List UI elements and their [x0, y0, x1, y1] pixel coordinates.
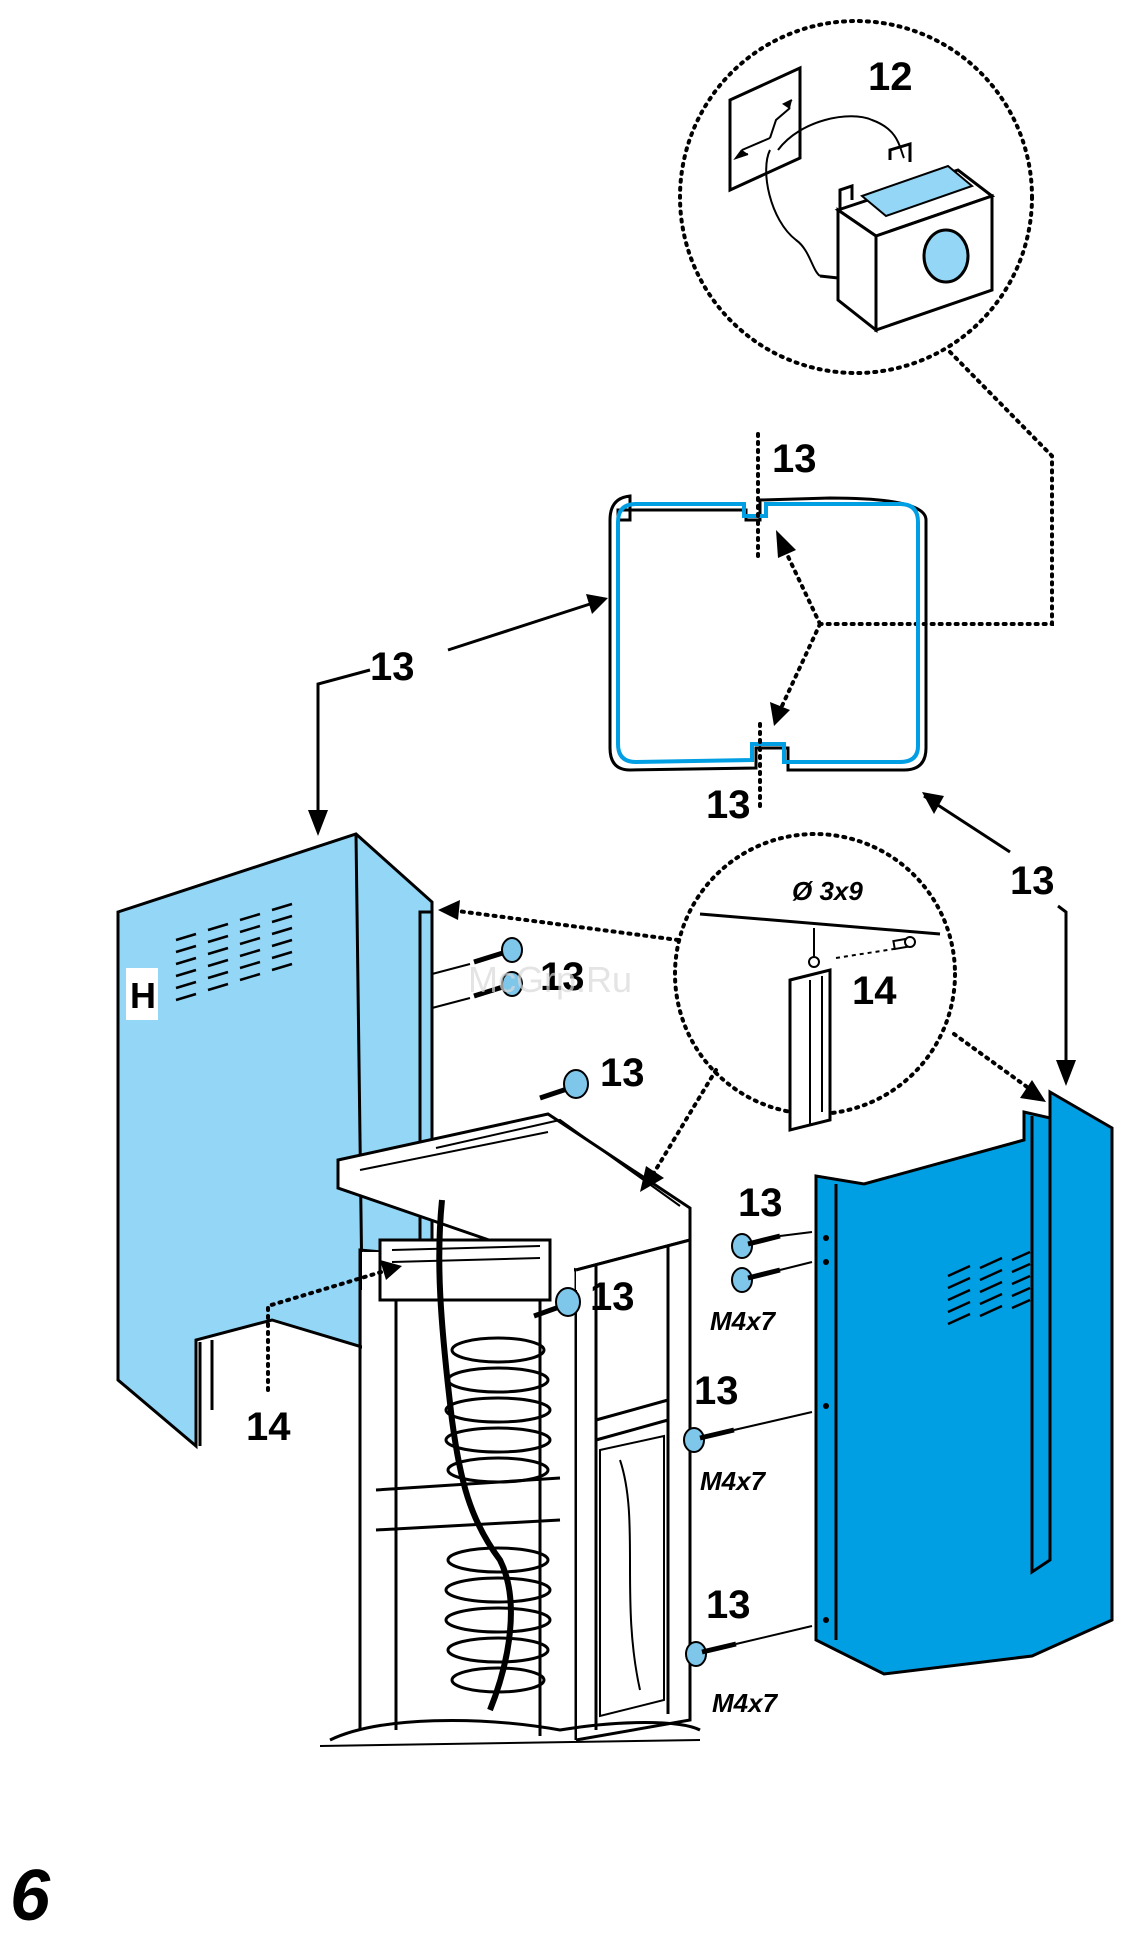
callout-13-frame-top: 13 [600, 1051, 645, 1095]
arrowhead-icon [776, 530, 796, 558]
page-number: 6 [10, 1856, 51, 1936]
link-line-bracket-left [450, 910, 678, 940]
callout-14-left: 14 [246, 1405, 291, 1449]
arrowhead-icon [1020, 1080, 1046, 1102]
screw-size-m4x7-1: M4x7 [710, 1306, 777, 1336]
screw-group-frame-top: 13 [540, 1051, 645, 1098]
link-line-connector [820, 352, 1052, 624]
screw-icon [540, 1070, 588, 1098]
arrowhead-icon [308, 810, 328, 836]
arrowhead-icon [922, 792, 944, 814]
callout-13-left-leader: 13 [370, 645, 415, 689]
callout-13-right-leader: 13 [1010, 859, 1055, 903]
panel-dark-blue [816, 1092, 1112, 1674]
arrowhead-icon [770, 702, 790, 726]
panel-label-h: H [130, 975, 156, 1016]
screw-icon [686, 1642, 736, 1666]
callout-13-section-bottom: 13 [706, 783, 751, 827]
arrowhead-icon [586, 594, 608, 614]
screw-size-m4x7-2: M4x7 [700, 1466, 767, 1496]
screw-group-right-bottom: 13 M4x7 [686, 1583, 812, 1718]
screw-size-m4x7-3: M4x7 [712, 1688, 779, 1718]
callout-13-section-top: 13 [772, 437, 817, 481]
screw-icon [732, 1268, 780, 1292]
callout-13-frame-mid: 13 [590, 1275, 635, 1319]
screw-small-icon [893, 937, 915, 949]
wall-socket [730, 68, 800, 190]
arrowhead-icon [1056, 1060, 1076, 1086]
screw-group-right-mid: 13 M4x7 [684, 1369, 812, 1496]
callout-13-right-top: 13 [738, 1181, 783, 1225]
callout-12: 12 [868, 55, 913, 99]
cross-section-view: 13 13 [610, 434, 926, 827]
callout-14-detail: 14 [852, 969, 897, 1013]
watermark: McGrp.Ru [468, 959, 632, 1000]
leader-right-panel: 13 [922, 792, 1076, 1086]
detail-circle-bracket: Ø 3x9 14 [675, 834, 955, 1130]
screw-icon [732, 1234, 780, 1258]
arrowhead-icon [438, 900, 460, 920]
link-line-bracket-right [954, 1034, 1034, 1092]
link-line-bracket-frame [652, 1070, 716, 1176]
callout-13-right-mid: 13 [694, 1369, 739, 1413]
junction-box [820, 144, 992, 330]
screw-icon [684, 1428, 734, 1452]
leader-left-panel: 13 [308, 594, 608, 836]
detail-circle-connector: 12 [680, 21, 1032, 373]
callout-13-right-bottom: 13 [706, 1583, 751, 1627]
screw-group-right-top: 13 M4x7 [710, 1181, 812, 1336]
screw-size-3x9: Ø 3x9 [792, 876, 863, 906]
